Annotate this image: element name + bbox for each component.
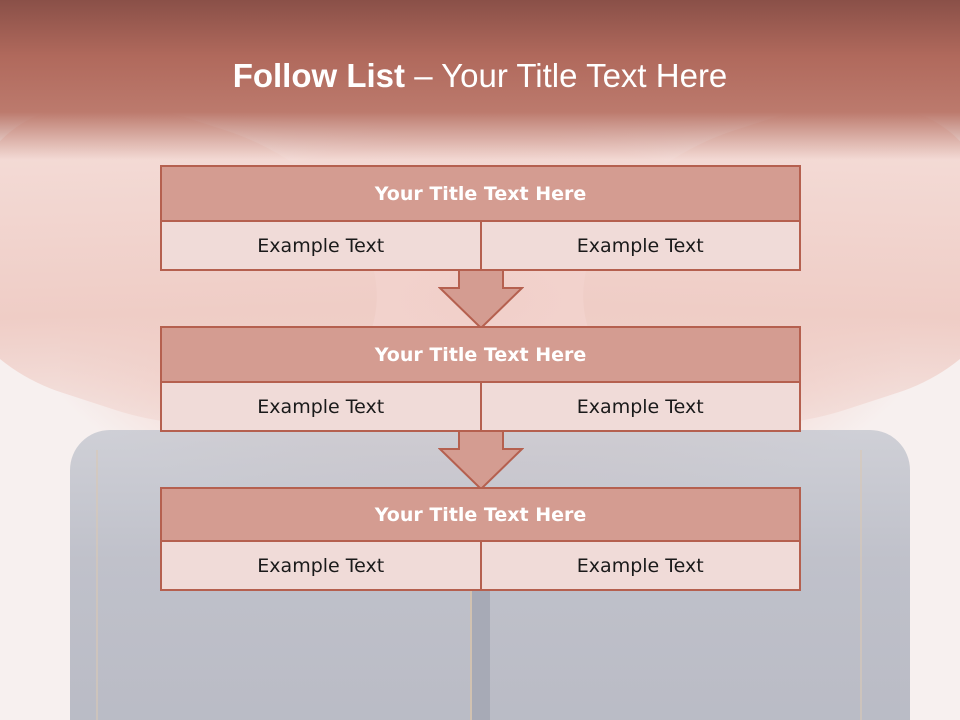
block-cell-left: Example Text <box>257 234 385 257</box>
block-row: Example Text Example Text <box>160 542 801 591</box>
jeans-fly <box>470 560 490 720</box>
block-cell-left: Example Text <box>257 554 385 577</box>
title-bold: Follow List <box>232 57 406 94</box>
list-block-3: Your Title Text Here Example Text Exampl… <box>160 487 801 591</box>
block-cell-left: Example Text <box>257 395 385 418</box>
block-cell-right: Example Text <box>479 222 800 269</box>
list-block-1: Your Title Text Here Example Text Exampl… <box>160 165 801 271</box>
jeans-seam-right <box>860 450 862 720</box>
block-heading: Your Title Text Here <box>160 326 801 383</box>
list-block-2: Your Title Text Here Example Text Exampl… <box>160 326 801 432</box>
block-row: Example Text Example Text <box>160 383 801 432</box>
block-heading: Your Title Text Here <box>160 487 801 542</box>
title-rest: – Your Title Text Here <box>405 57 728 94</box>
down-arrow-1 <box>438 270 524 330</box>
jeans-seam-left <box>96 450 98 720</box>
slide-title: Follow List – Your Title Text Here <box>0 56 960 96</box>
block-heading: Your Title Text Here <box>160 165 801 222</box>
title-band <box>0 0 960 160</box>
block-cell-right: Example Text <box>479 383 800 430</box>
down-arrow-2 <box>438 431 524 491</box>
block-row: Example Text Example Text <box>160 222 801 271</box>
block-cell-right: Example Text <box>479 542 800 589</box>
